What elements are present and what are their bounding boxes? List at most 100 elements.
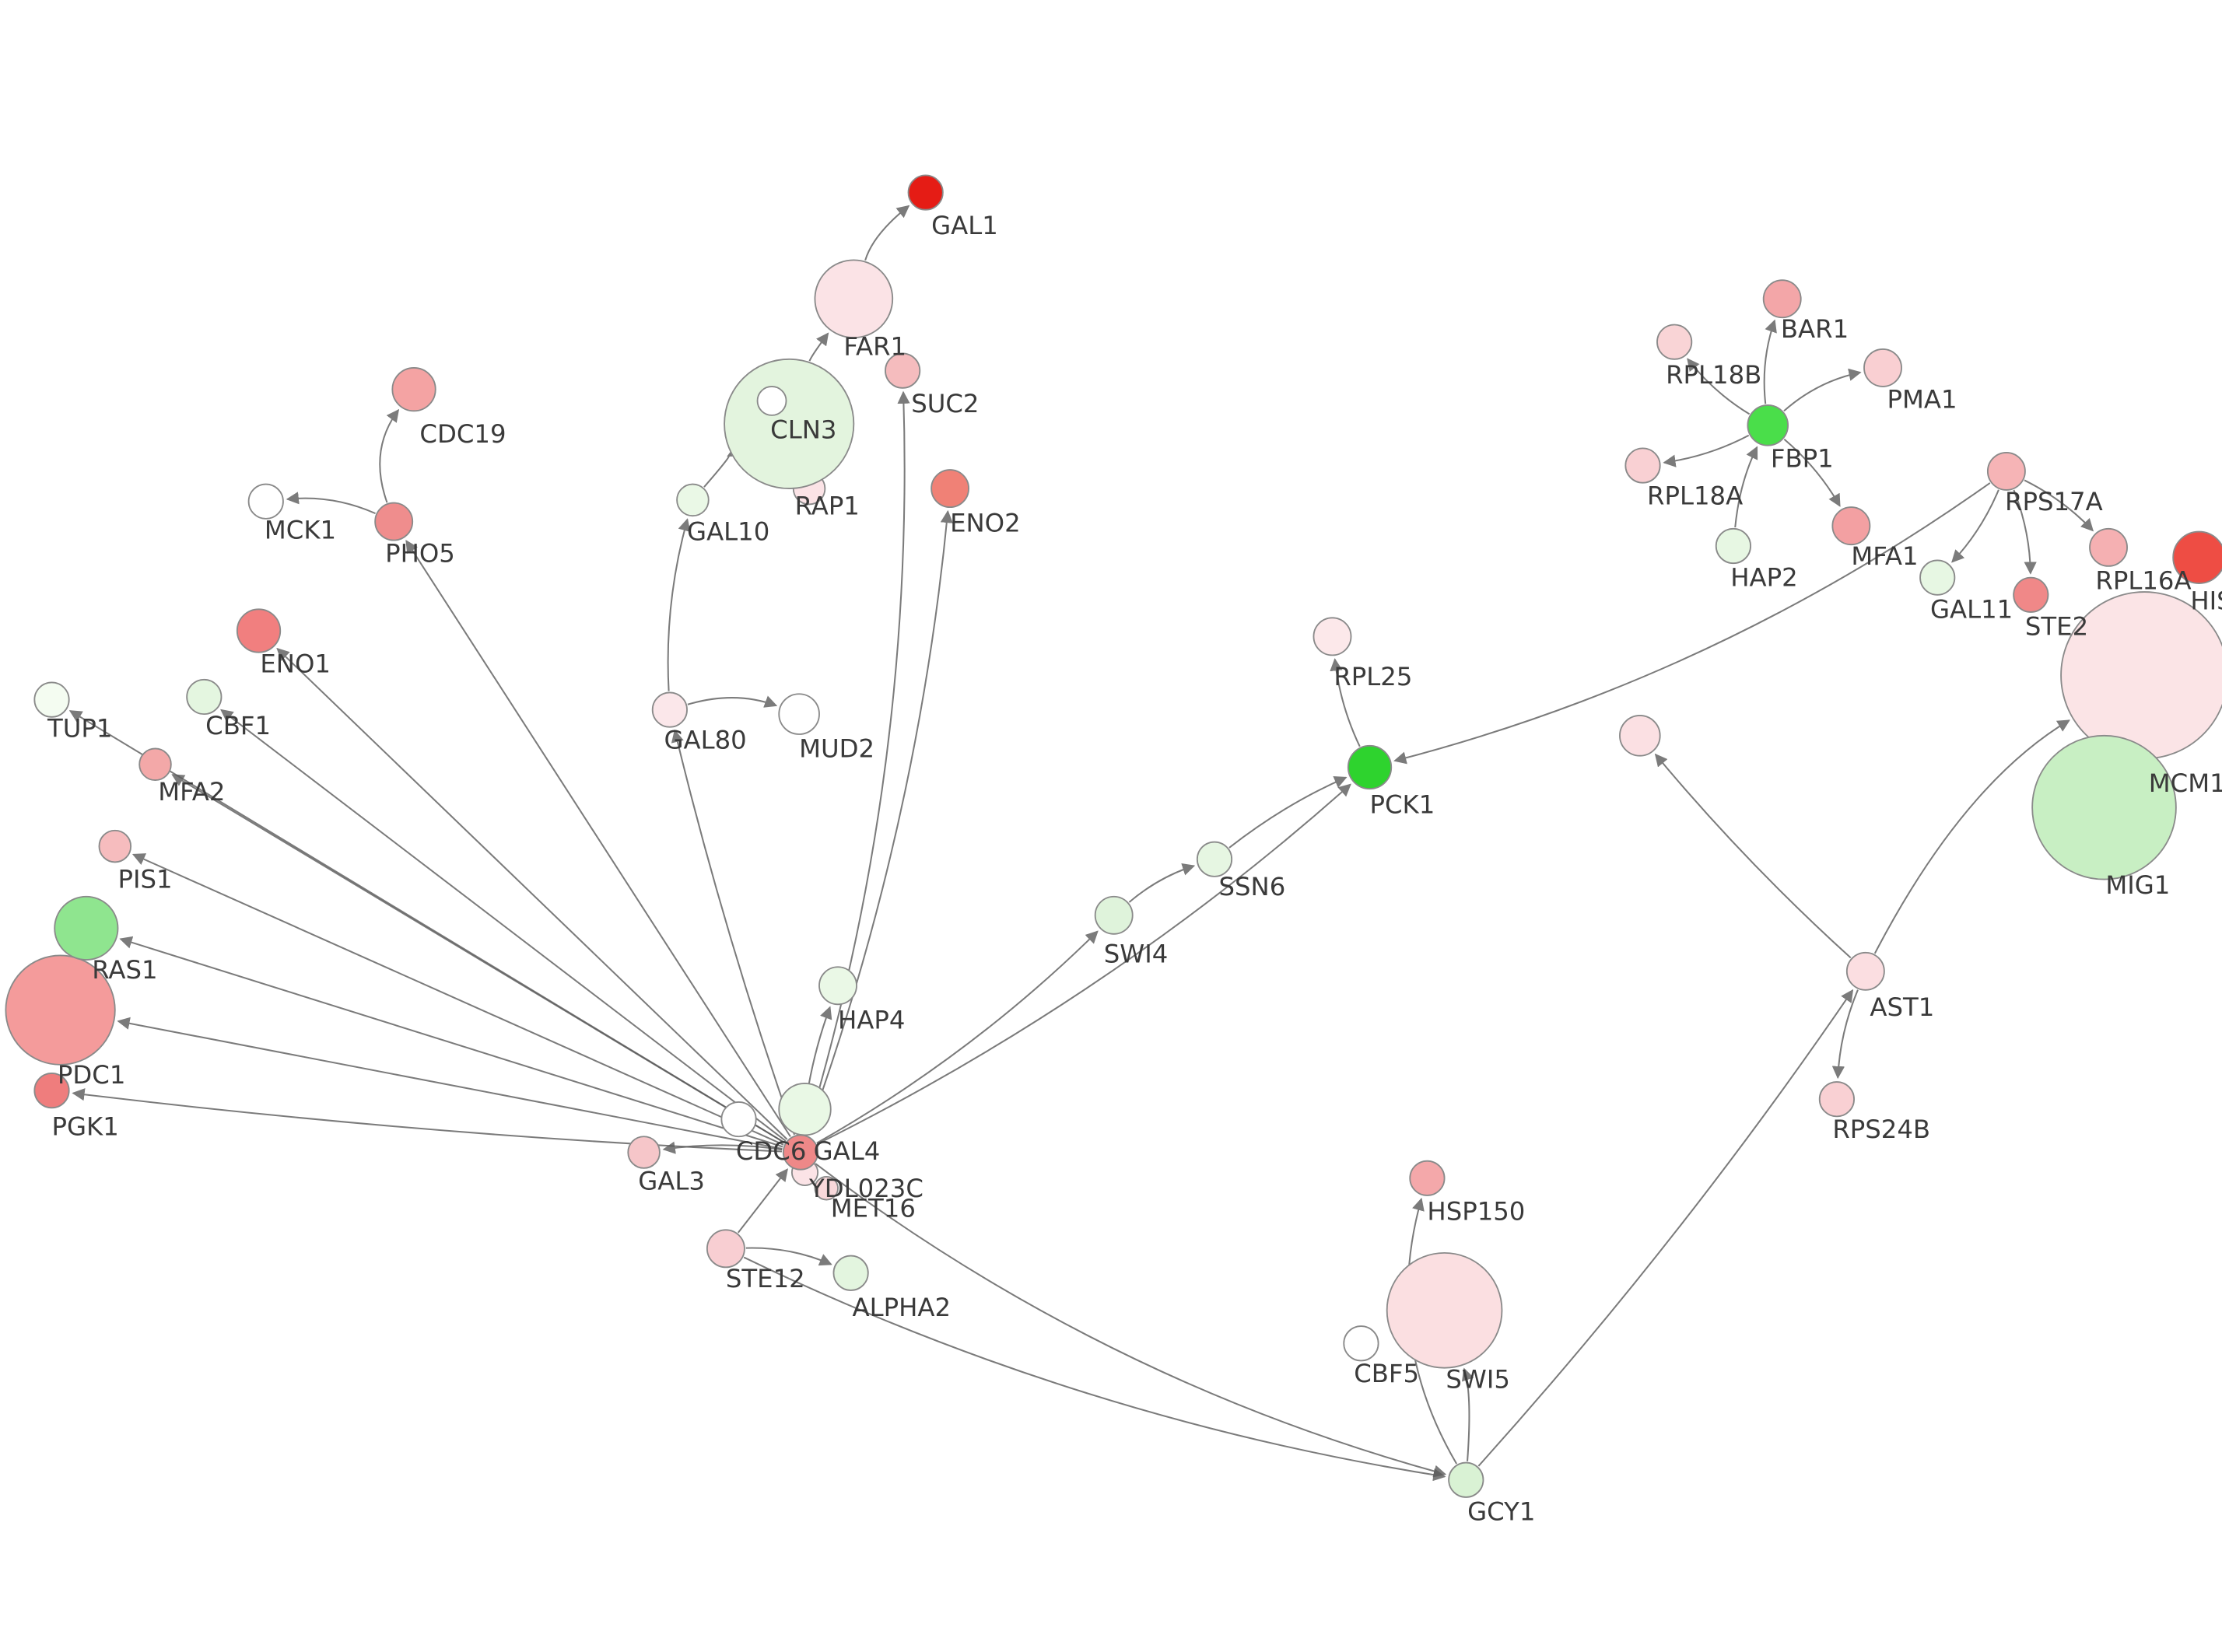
node-PGK1[interactable] [33,1073,70,1109]
node-label-AST1: AST1 [1870,992,1934,1022]
node-label-MIG1: MIG1 [2105,870,2170,900]
node-MUD2[interactable] [778,693,820,735]
node-FAR1[interactable] [814,259,894,339]
edge-PCK1-RPL25 [1330,658,1361,747]
node-CDC19[interactable] [391,366,436,412]
node-label-CDC19: CDC19 [419,419,506,449]
node-RPS24B[interactable] [1818,1081,1855,1118]
node-label-YDL023C: YDL023C [808,1174,923,1203]
edge-STE12-GAL4 [737,1168,788,1234]
node-RPL16A[interactable] [2089,527,2128,567]
node-label-PMA1: PMA1 [1887,385,1957,415]
node-label-MCM1: MCM1 [2149,768,2222,798]
node-PHO5[interactable] [374,502,414,541]
edge-GCY1-SWI5 [1461,1367,1474,1461]
node-SWI4[interactable] [1094,895,1134,935]
edge-FAR1-GAL1 [864,205,910,261]
node-label-CLN3: CLN3 [770,415,836,444]
node-AST1[interactable] [1845,951,1885,991]
edge-RPS17A-PCK1 [1393,482,1991,765]
node-GAL1[interactable] [907,174,944,211]
edge-STE12-GCY1 [743,1256,1446,1482]
node-ENO2[interactable] [931,469,970,509]
edge-GAL4-PIS1 [131,853,784,1146]
node-MCK1[interactable] [247,483,284,520]
node-GCY1[interactable] [1448,1461,1484,1498]
edge-GAL4-PGK1 [72,1088,783,1153]
node-PCK1[interactable] [1347,744,1393,790]
edge-FBP1-RPL18A [1663,434,1750,467]
node-GAL10[interactable] [676,483,710,517]
node-STE12[interactable] [706,1229,745,1269]
node-HAP2[interactable] [1715,527,1751,565]
node-BAR1[interactable] [1762,279,1802,319]
node-MFA2[interactable] [138,747,172,782]
node-label-BAR1: BAR1 [1781,314,1849,344]
node-RAS1[interactable] [54,895,119,961]
node-PMA1[interactable] [1863,348,1902,387]
node-label-RPL25: RPL25 [1334,662,1412,691]
node-label-GAL3: GAL3 [638,1167,705,1196]
edge-GCY1-AST1 [1477,989,1854,1467]
node-RPL18A[interactable] [1624,447,1661,484]
edge-GAL4-ENO2 [806,509,953,1136]
node-CLN3[interactable] [724,358,855,490]
node-PDC1[interactable] [5,954,116,1066]
node-SWI5[interactable] [1386,1251,1503,1369]
node-CDC6[interactable] [720,1101,757,1138]
node-MIG1[interactable] [2031,734,2177,880]
edge-FBP1-BAR1 [1763,319,1777,404]
node-hub[interactable] [778,1082,832,1136]
node-label-RAP1: RAP1 [795,491,860,520]
nodes-layer [5,174,2222,1498]
node-label-GAL80: GAL80 [664,725,746,754]
edge-GAL4-SUC2 [804,390,910,1135]
edge-AST1-MCM1 [1873,719,2070,954]
edge-GAL4-ENO1 [276,647,788,1140]
node-SSN6[interactable] [1196,841,1233,877]
node-HIS4[interactable] [2172,530,2222,584]
node-TUP1[interactable] [33,681,70,718]
node-label-HAP2: HAP2 [1730,563,1797,593]
node-label-TUP1: TUP1 [47,714,112,744]
edge-SSN6-PCK1 [1228,776,1348,849]
edge-GAL4-GAL3 [662,1141,783,1154]
node-node-w1[interactable] [756,386,787,416]
node-HSP150[interactable] [1409,1160,1446,1196]
node-CBF5[interactable] [1343,1325,1379,1362]
node-RPS17A[interactable] [1986,451,2026,491]
node-label-FAR1: FAR1 [843,331,906,361]
edge-GAL4-PCK1 [817,783,1351,1145]
node-label-RPL18A: RPL18A [1647,481,1743,510]
node-SUC2[interactable] [885,352,921,389]
node-label-MUD2: MUD2 [799,734,874,764]
node-HAP4[interactable] [818,966,857,1006]
node-GAL80[interactable] [651,691,688,728]
node-RPL18B[interactable] [1656,324,1693,360]
node-MFA1[interactable] [1831,506,1871,546]
node-label-MCK1: MCK1 [265,516,336,545]
node-MET16[interactable] [814,1176,839,1201]
node-node-p1[interactable] [1619,715,1661,757]
edge-AST1-RPS24B [1831,989,1859,1080]
node-label-MET16: MET16 [831,1194,916,1223]
node-FBP1[interactable] [1747,404,1789,446]
node-GAL11[interactable] [1919,559,1956,596]
node-ALPHA2[interactable] [832,1255,869,1291]
edge-RPS17A-STE2 [2013,489,2037,575]
edge-HAP2-FBP1 [1734,446,1758,528]
node-STE2[interactable] [2013,576,2049,613]
node-label-ENO1: ENO1 [260,649,331,679]
edge-FBP1-MFA1 [1783,438,1841,507]
node-GAL3[interactable] [627,1136,661,1169]
node-label-RPS24B: RPS24B [1832,1115,1930,1144]
node-PIS1[interactable] [98,829,132,863]
node-CBF1[interactable] [186,678,223,716]
node-label-PGK1: PGK1 [52,1111,119,1141]
node-label-SWI4: SWI4 [1104,940,1169,969]
edge-GAL4-GAL80 [671,729,795,1136]
node-GAL4[interactable] [782,1134,819,1171]
node-label-RPL18B: RPL18B [1666,360,1761,390]
node-RPL25[interactable] [1313,617,1352,656]
node-ENO1[interactable] [236,608,282,653]
